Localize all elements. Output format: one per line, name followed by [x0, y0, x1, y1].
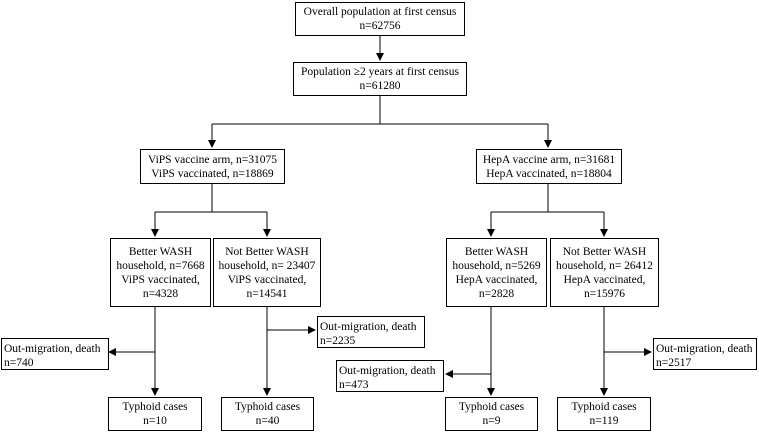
node-vips-not-better-wash: Not Better WASH household, n= 23407 ViPS… — [213, 238, 321, 307]
node-out-migration-vips-better: Out-migration, death n=740 — [1, 338, 109, 370]
node-out-migration-hepa-not-better: Out-migration, death n=2517 — [653, 338, 757, 370]
node-typhoid-vips-better: Typhoid cases n=10 — [108, 397, 202, 431]
node-overall-population: Overall population at first census n=627… — [295, 2, 465, 36]
node-vips-arm: ViPS vaccine arm, n=31075 ViPS vaccinate… — [140, 149, 285, 184]
node-typhoid-hepa-not-better: Typhoid cases n=119 — [557, 397, 651, 431]
node-typhoid-vips-not-better: Typhoid cases n=40 — [221, 397, 314, 431]
node-hepa-arm: HepA vaccine arm, n=31681 HepA vaccinate… — [476, 149, 622, 184]
node-out-migration-hepa-better: Out-migration, death n=473 — [336, 360, 444, 392]
node-typhoid-hepa-better: Typhoid cases n=9 — [445, 397, 538, 431]
node-hepa-not-better-wash: Not Better WASH household, n= 26412 HepA… — [550, 238, 659, 307]
node-vips-better-wash: Better WASH household, n=7668 ViPS vacci… — [110, 238, 211, 307]
node-out-migration-vips-not-better: Out-migration, death n=2235 — [317, 316, 425, 348]
node-population-2-years: Population ≥2 years at first census n=61… — [293, 62, 467, 96]
node-hepa-better-wash: Better WASH household, n=5269 HepA vacci… — [446, 238, 547, 307]
